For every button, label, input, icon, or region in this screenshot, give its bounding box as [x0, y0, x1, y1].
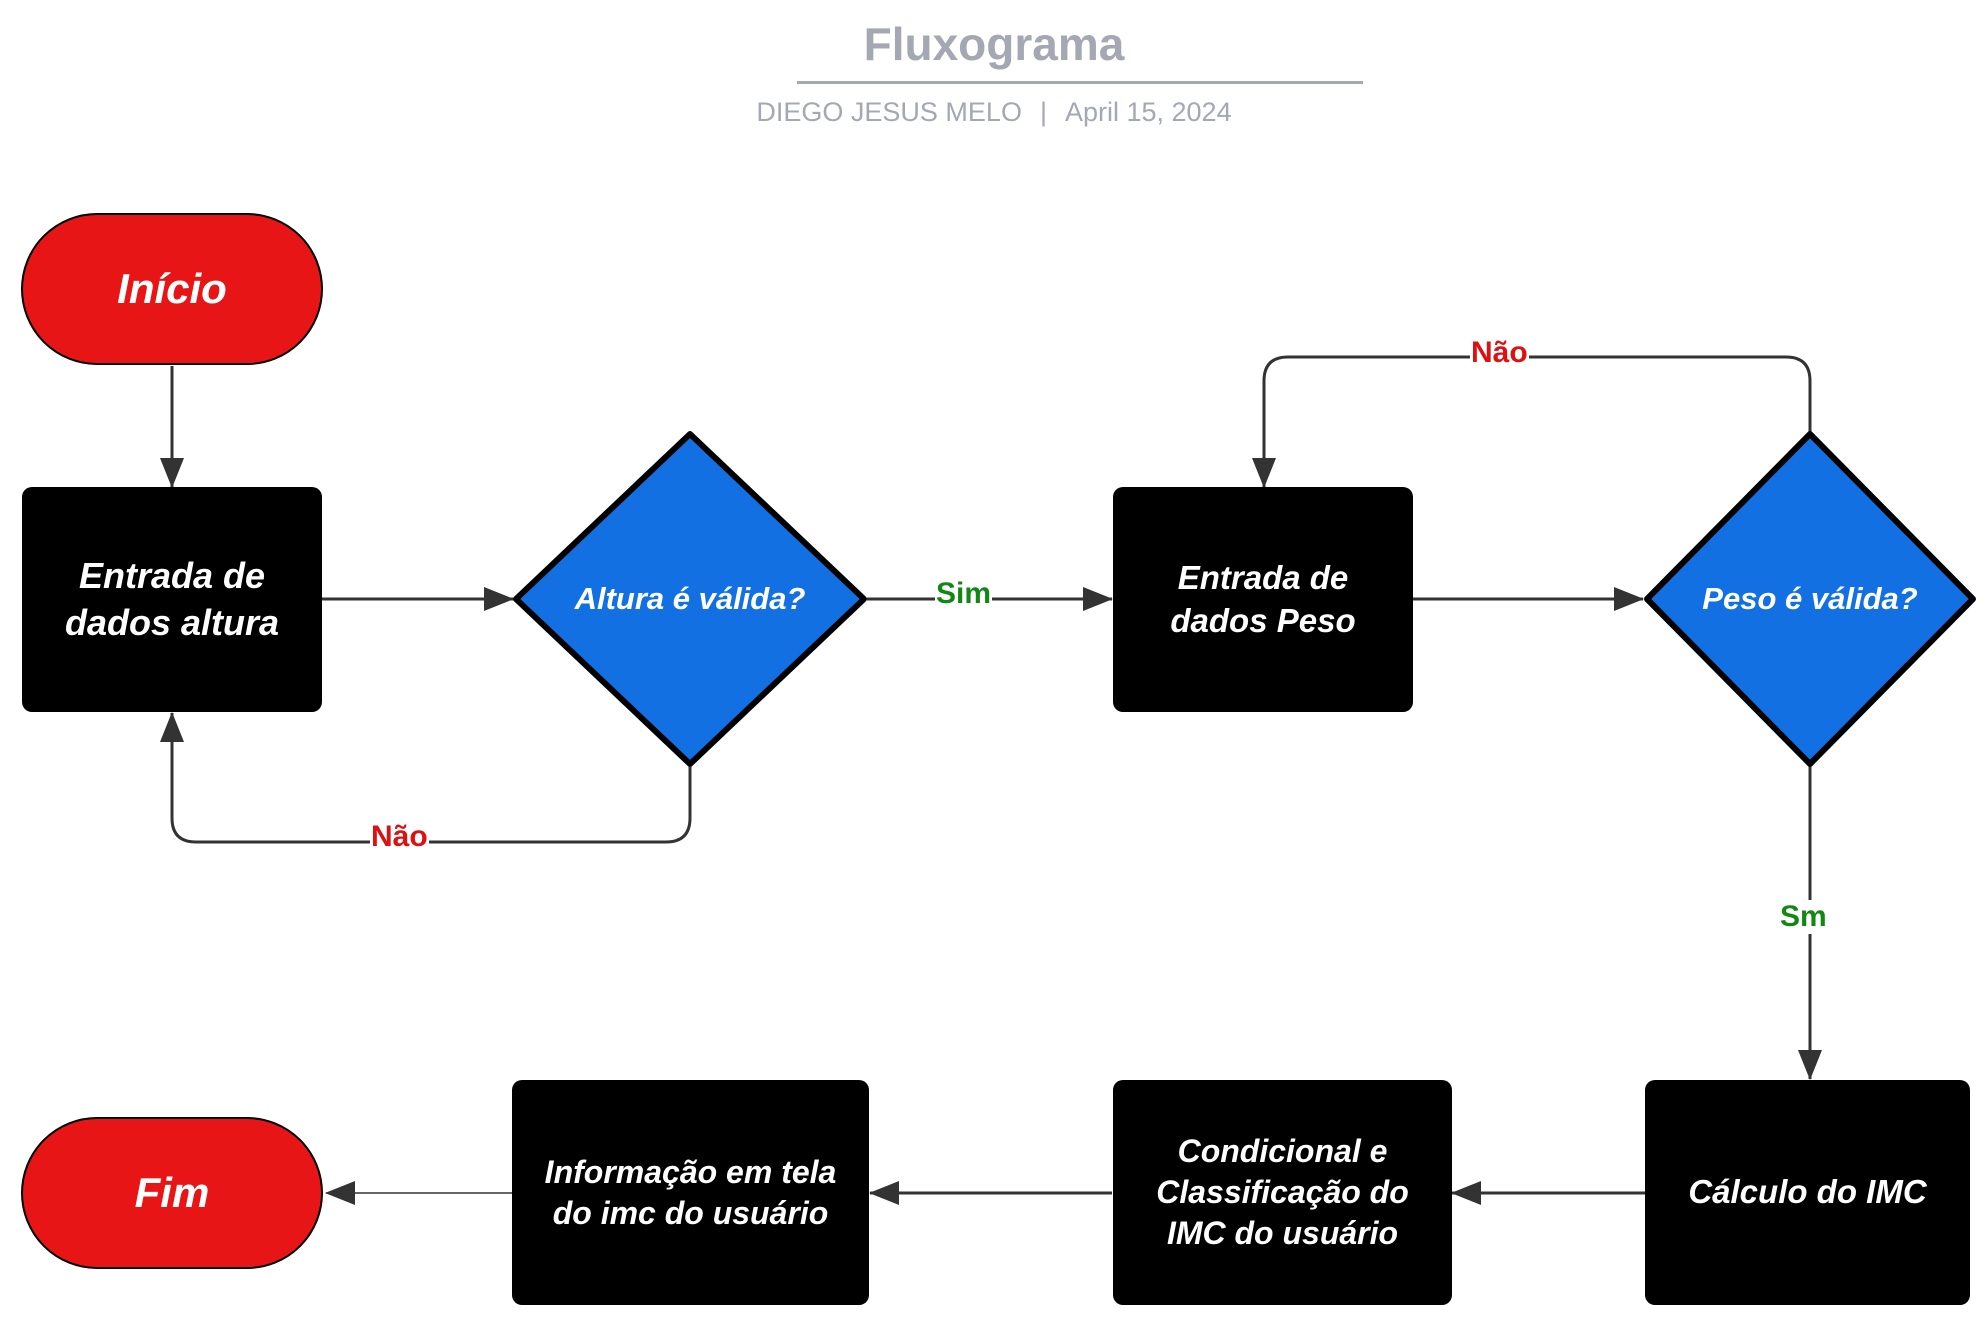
- process-classificacao-shape[interactable]: [1113, 1080, 1452, 1305]
- decision-altura-valida-shape[interactable]: [513, 431, 867, 767]
- edge-label-peso-sim: Sm: [1779, 900, 1828, 934]
- process-informacao-shape[interactable]: [512, 1080, 869, 1305]
- terminal-fim-shape[interactable]: [21, 1117, 323, 1269]
- process-informacao-label: Informação em tela do imc do usuário: [544, 1153, 837, 1231]
- decision-peso-valida-label: Peso é válida?: [1702, 581, 1918, 616]
- process-calculo-imc-label: Cálculo do IMC: [1688, 1173, 1927, 1211]
- author-name: DIEGO JESUS MELO: [756, 97, 1022, 127]
- process-calculo-imc-shape[interactable]: [1645, 1080, 1970, 1305]
- process-entrada-peso-label: Entrada de dados Peso: [1170, 558, 1356, 639]
- connector-peso-valida-nao: [1252, 355, 1812, 488]
- title-divider: [797, 81, 1363, 84]
- terminal-inicio-shape[interactable]: [21, 213, 323, 365]
- connectors: [160, 355, 1822, 1205]
- terminal-fim-label: Fim: [134, 1169, 210, 1216]
- edge-label-altura-nao: Não: [370, 820, 429, 854]
- page-subtitle: DIEGO JESUS MELO | April 15, 2024: [0, 95, 1988, 129]
- edge-label-peso-nao: Não: [1470, 336, 1529, 370]
- terminal-inicio-label: Início: [117, 265, 227, 312]
- connector-altura-valida-nao: [160, 712, 692, 844]
- process-entrada-altura-label: Entrada de dados altura: [64, 554, 280, 643]
- subtitle-separator: |: [1039, 97, 1047, 127]
- process-classificacao-label: Condicional e Classificação do IMC do us…: [1156, 1133, 1409, 1251]
- document-date: April 15, 2024: [1064, 97, 1232, 127]
- edge-label-altura-sim: Sim: [935, 577, 993, 611]
- decision-altura-valida-label: Altura é válida?: [574, 581, 806, 616]
- page-title: Fluxograma: [863, 18, 1125, 70]
- process-entrada-altura-shape[interactable]: [22, 487, 322, 712]
- process-entrada-peso-shape[interactable]: [1113, 487, 1413, 712]
- decision-peso-valida-shape[interactable]: [1644, 431, 1976, 767]
